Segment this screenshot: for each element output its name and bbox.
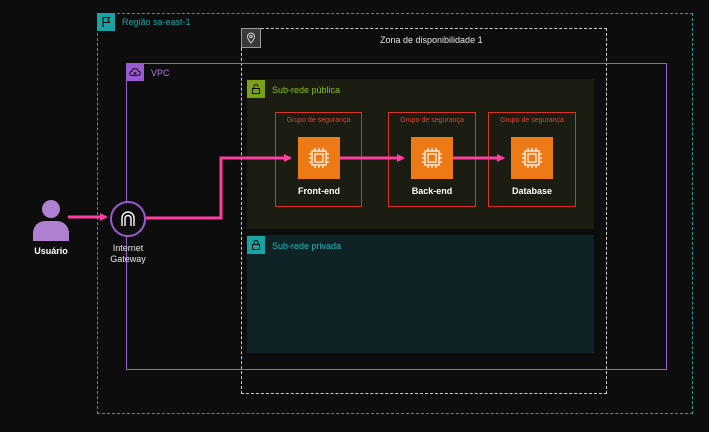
gateway-label-line1: Internet xyxy=(112,243,144,253)
security-group-label: Grupo de segurança xyxy=(286,117,351,124)
security-group-label: Grupo de segurança xyxy=(500,117,564,124)
ec2-instance-icon xyxy=(411,137,453,179)
padlock-open-icon xyxy=(247,80,265,98)
padlock-closed-icon xyxy=(247,236,265,254)
flag-icon xyxy=(97,13,115,31)
database-label: Database xyxy=(511,186,553,196)
availability-zone-boundary xyxy=(241,28,607,394)
private-subnet xyxy=(247,235,594,353)
gateway-label-line2: Gateway xyxy=(110,254,146,264)
user-label: Usuário xyxy=(34,246,68,256)
user-icon xyxy=(33,200,69,241)
ec2-instance-icon xyxy=(511,137,553,179)
frontend-label: Front-end xyxy=(298,186,340,196)
public-subnet-label: Sub-rede pública xyxy=(272,85,341,95)
gateway-to-frontend-arrow xyxy=(146,154,292,220)
location-pin-icon xyxy=(241,28,261,48)
private-subnet-label: Sub-rede privada xyxy=(272,241,342,251)
region-boundary xyxy=(97,13,693,414)
cloud-lock-icon xyxy=(126,63,144,81)
internet-gateway-icon xyxy=(110,201,146,237)
availability-zone-label: Zona de disponibilidade 1 xyxy=(380,35,483,45)
internet-gateway-label: Internet Gateway xyxy=(98,243,158,265)
backend-label: Back-end xyxy=(411,186,453,196)
region-label: Região sa-east-1 xyxy=(122,17,191,27)
security-group-label: Grupo de segurança xyxy=(400,117,464,124)
vpc-label: VPC xyxy=(151,68,170,78)
ec2-instance-icon xyxy=(298,137,340,179)
